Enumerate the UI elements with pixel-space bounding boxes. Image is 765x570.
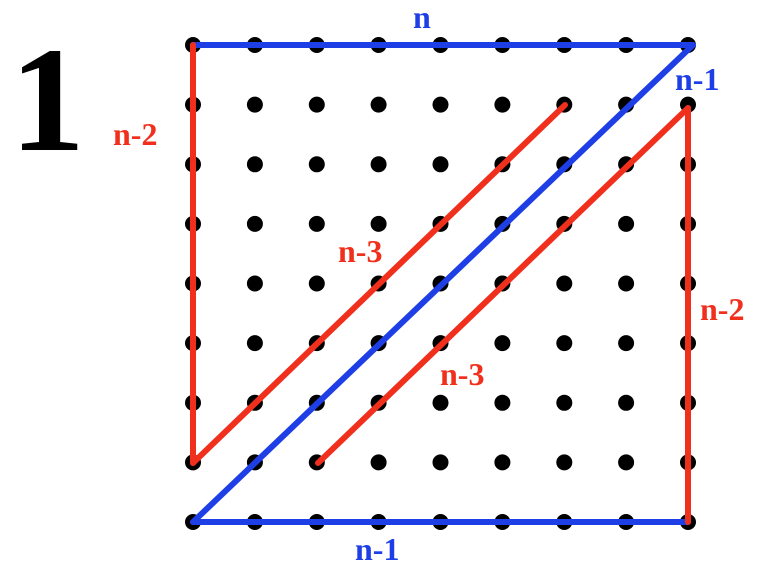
grid-dot xyxy=(246,96,263,113)
grid-dot xyxy=(494,96,511,113)
grid-dot xyxy=(556,275,573,292)
grid-dot xyxy=(494,335,511,352)
grid-dot xyxy=(246,275,263,292)
edge-labels: n n-1 n-2 n-2 n-1 n-3 n-3 xyxy=(113,0,744,567)
grid-dot xyxy=(432,394,449,411)
label-left: n-2 xyxy=(113,116,157,152)
grid-dot xyxy=(370,215,387,232)
grid-dot xyxy=(618,275,635,292)
grid-dot xyxy=(556,335,573,352)
path-lines xyxy=(190,42,696,525)
grid-dot xyxy=(370,454,387,471)
upper-diagonal-red xyxy=(190,102,568,466)
grid-dot xyxy=(370,156,387,173)
label-diag-upper: n-3 xyxy=(338,233,382,269)
grid-dot xyxy=(308,156,325,173)
grid-dot xyxy=(556,454,573,471)
grid-dot xyxy=(432,454,449,471)
grid-dot xyxy=(246,156,263,173)
grid-dot xyxy=(432,96,449,113)
grid-dot xyxy=(308,275,325,292)
grid-dot xyxy=(618,394,635,411)
label-bottom: n-1 xyxy=(355,531,399,567)
grid-dot xyxy=(432,156,449,173)
grid-dot xyxy=(494,394,511,411)
grid-dot xyxy=(618,215,635,232)
grid-dot xyxy=(618,454,635,471)
main-diagonal-blue xyxy=(190,42,696,525)
grid-dot xyxy=(246,215,263,232)
figure-number: 1 xyxy=(10,17,85,183)
grid-dot xyxy=(246,335,263,352)
label-diag-lower: n-3 xyxy=(440,356,484,392)
grid-dot xyxy=(370,96,387,113)
label-top: n xyxy=(413,0,431,35)
grid-dot xyxy=(494,454,511,471)
grid-dot xyxy=(618,335,635,352)
grid-dot xyxy=(556,394,573,411)
lower-diagonal-red xyxy=(315,105,691,466)
label-right: n-2 xyxy=(700,291,744,327)
grid-dot xyxy=(308,96,325,113)
label-top-right: n-1 xyxy=(675,61,719,97)
grid-dot xyxy=(308,215,325,232)
